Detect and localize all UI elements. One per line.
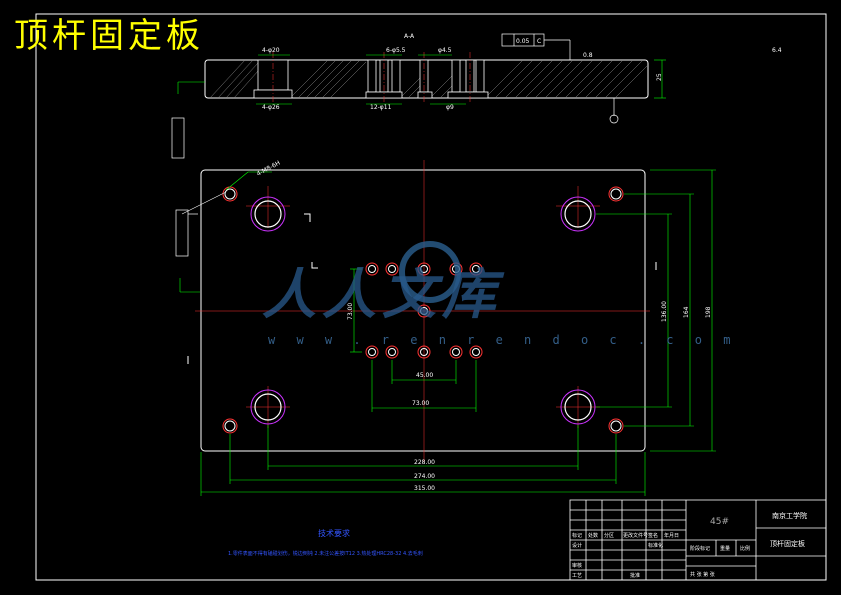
tolerance-frame-left-2: [175, 209, 189, 257]
dim-hole-d2-label: φ9: [446, 104, 454, 111]
dim-length-3: 228.00: [414, 459, 435, 466]
tb-label-change-doc: 更改文件号: [623, 532, 648, 539]
tolerance-datum: C: [537, 38, 541, 45]
dim-corner-holes-label: 4-M8-6H: [256, 160, 282, 178]
tb-label-review: 审核: [572, 562, 582, 569]
dim-small-holes-2-label: 12-φ11: [370, 104, 392, 111]
drawing-title: 顶杆固定板: [14, 16, 204, 56]
dim-overall-length: 315.00: [414, 485, 435, 492]
roughness-value: 0.8: [583, 52, 593, 59]
tb-label-zone: 分区: [604, 532, 614, 539]
section-view: [177, 33, 666, 124]
watermark-logo: [399, 241, 461, 303]
tb-label-design: 设计: [572, 542, 582, 549]
tb-part-name: 顶杆固定板: [770, 539, 805, 548]
tb-material: 45#: [710, 517, 729, 527]
watermark-url: w w w . r e n r e n d o c . c o m: [268, 333, 738, 347]
tb-label-standard: 标准化: [648, 542, 663, 549]
dim-thickness: 25: [656, 73, 663, 81]
drawing-border: [35, 13, 827, 581]
section-label: A-A: [404, 33, 415, 40]
tb-label-weight: 重量: [720, 545, 730, 552]
tb-sheet: 共 张 第 张: [690, 571, 715, 578]
tb-label-stage: 阶段标记: [690, 545, 710, 552]
dim-height-2: 164: [683, 306, 690, 318]
dim-hole-d-label: φ4.5: [438, 47, 452, 54]
tb-label-approve: 批准: [630, 572, 640, 579]
dim-height-4: 73.00: [347, 303, 354, 320]
notes-title: 技术要求: [318, 529, 350, 538]
dim-small-holes-label: 6-φ5.5: [386, 47, 406, 54]
dim-hole-spacing-2: 45.00: [416, 372, 433, 379]
tolerance-value: 0.05: [516, 38, 530, 45]
dimension-lines: [200, 169, 716, 496]
tb-label-process: 工艺: [572, 573, 582, 579]
tolerance-frame-left-1: [171, 117, 185, 159]
dim-counterbore-2-label: 4-φ26: [262, 104, 280, 111]
tb-label-date: 年月日: [664, 532, 679, 539]
dim-length-2: 274.00: [414, 473, 435, 480]
notes-text: 1.零件表面不得有磕碰划伤，锐边倒钝 2.未注公差按IT12 3.热处理HRC2…: [228, 551, 423, 557]
roughness-value-2: 6.4: [772, 47, 782, 54]
dim-counterbore-label: 4-φ20: [262, 47, 280, 54]
dim-height-3: 136.00: [661, 301, 668, 322]
tb-label-scale: 比例: [740, 545, 750, 552]
title-block: [569, 499, 827, 581]
tb-school: 南京工学院: [772, 511, 807, 520]
tb-label-sign: 签名: [648, 532, 658, 539]
tb-label-count: 处数: [588, 532, 598, 539]
watermark-text: 人人文库: [262, 262, 502, 326]
dim-hole-spacing-1: 73.00: [412, 400, 429, 407]
dim-height-1: 198: [705, 306, 712, 318]
tb-label-mark: 标记: [572, 532, 582, 539]
